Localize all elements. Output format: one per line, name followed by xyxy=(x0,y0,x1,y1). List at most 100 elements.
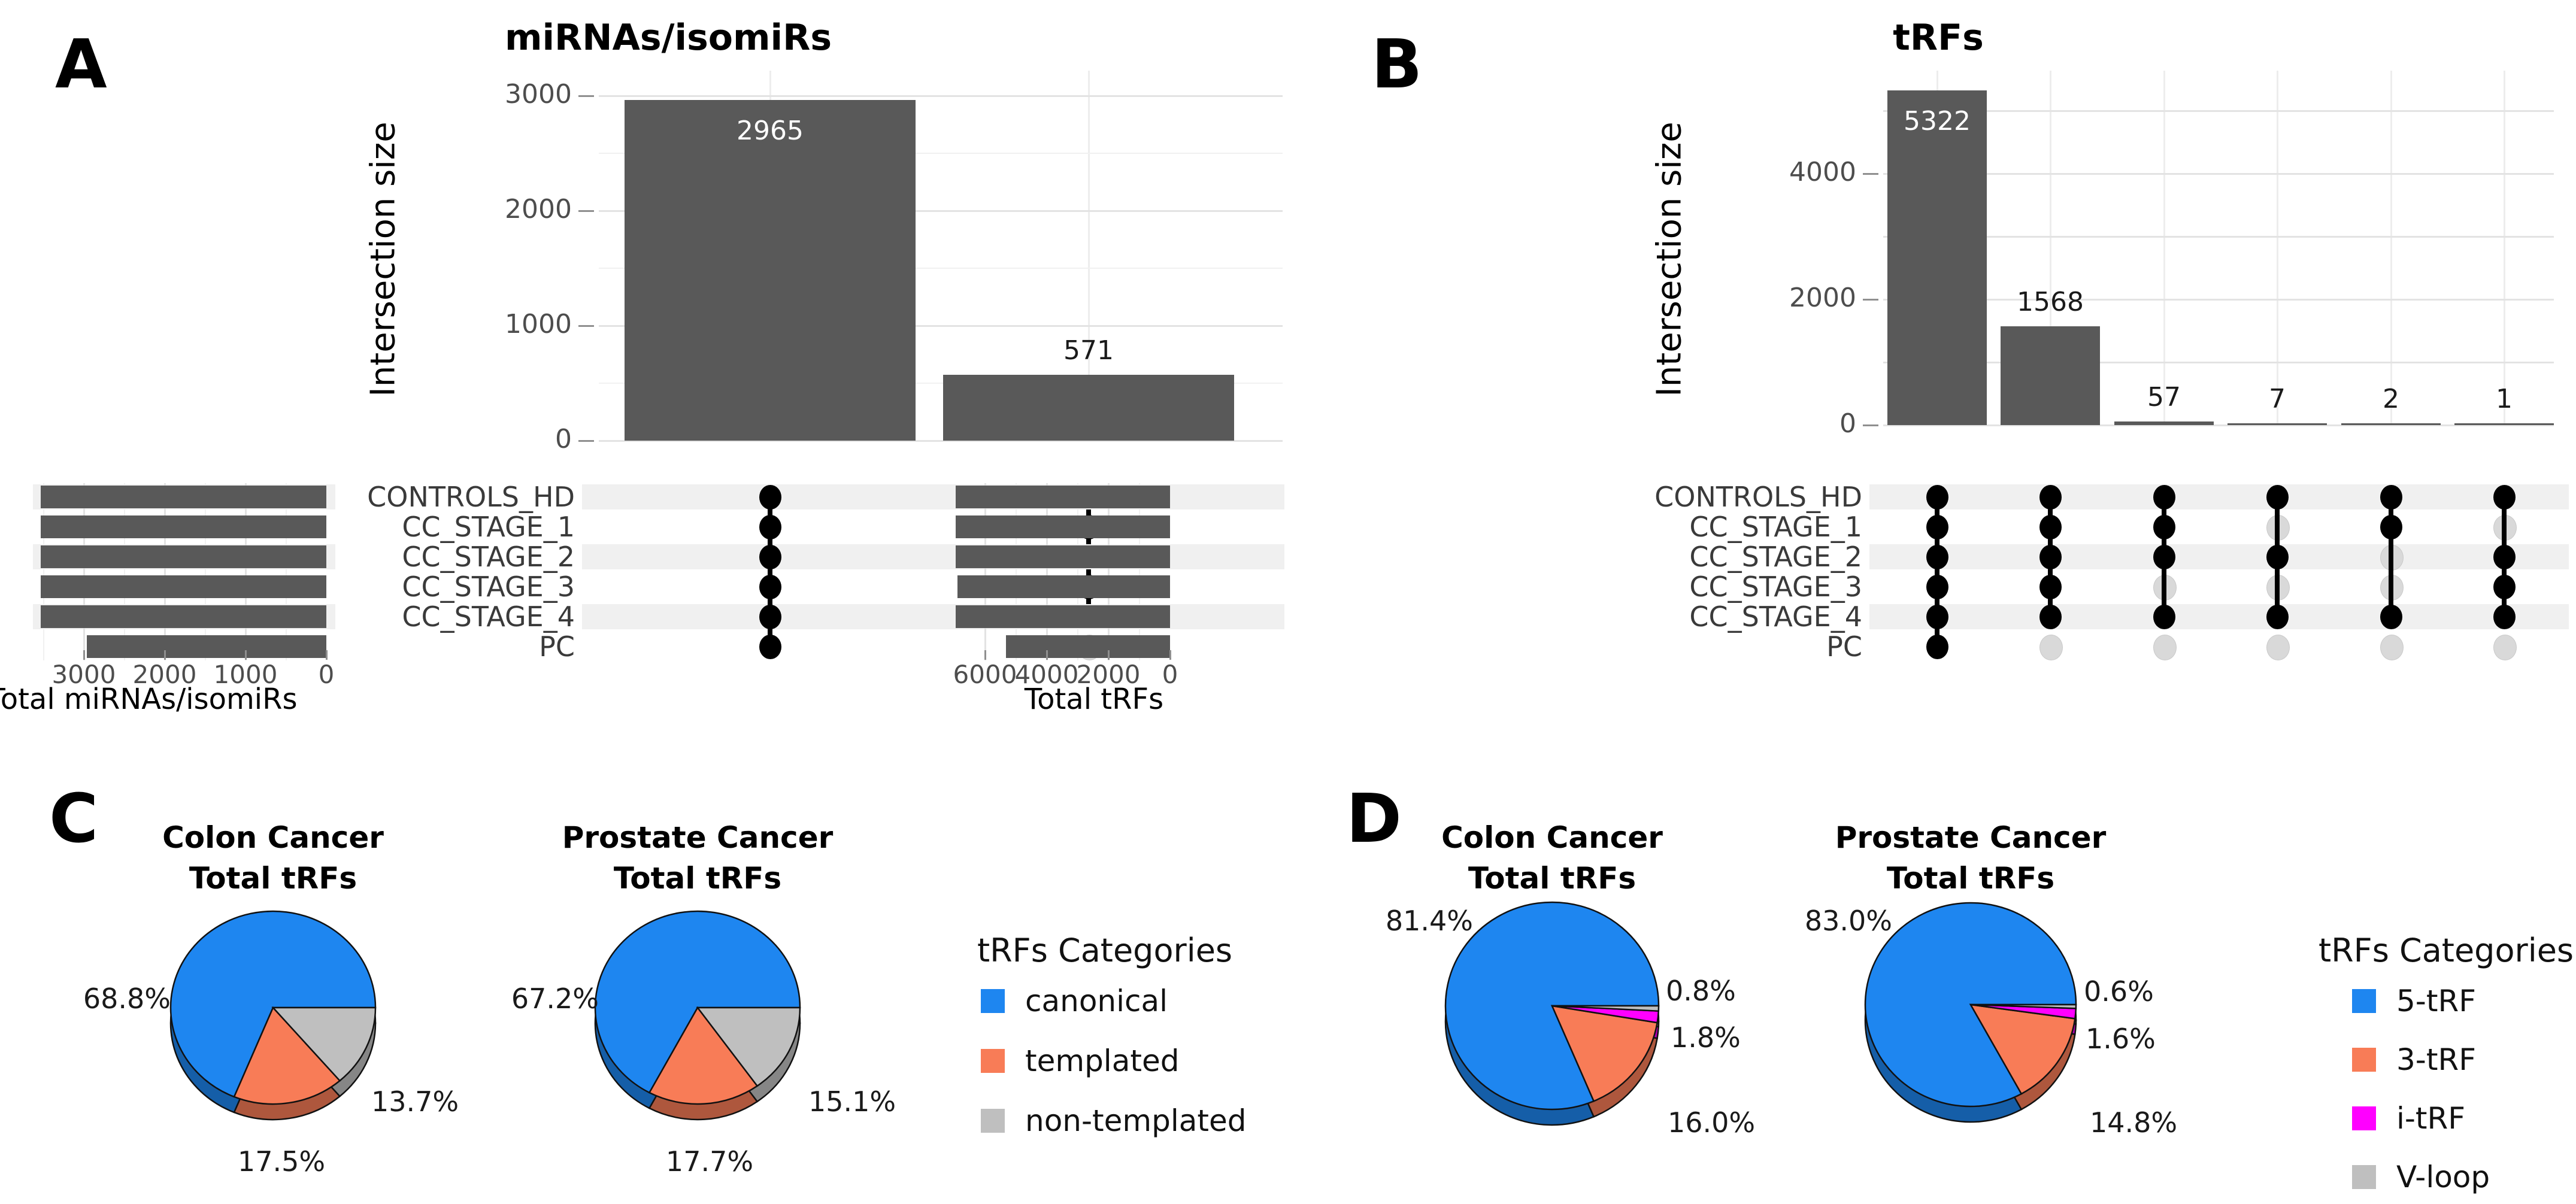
set-gridline xyxy=(204,483,206,660)
panel-a-y-axis-label: Intersection size xyxy=(363,122,403,397)
set-tick-mark xyxy=(1045,650,1048,660)
pie-percent-label: 81.4% xyxy=(1385,905,1473,937)
set-gridline xyxy=(1015,483,1017,660)
pie-percent-label: 68.8% xyxy=(83,982,171,1015)
pie-wedge xyxy=(1971,1005,2076,1008)
matrix-dot-filled xyxy=(2266,544,2289,569)
set-tick-label: 0 xyxy=(1162,660,1178,689)
column-gridline xyxy=(2390,71,2392,425)
legend-d-title: tRFs Categories xyxy=(2318,932,2574,969)
matrix-dot-filled xyxy=(759,514,781,539)
set-size-bar xyxy=(40,605,326,628)
intersection-bar xyxy=(2228,423,2327,425)
set-gridline xyxy=(245,483,247,660)
matrix-connector-line xyxy=(768,497,772,647)
pie-c1-title-line2: Total tRFs xyxy=(189,861,357,896)
gridline xyxy=(1883,361,2554,363)
row-stripe xyxy=(582,484,1284,509)
matrix-dot-empty xyxy=(2493,634,2517,660)
set-gridline xyxy=(1046,483,1048,660)
matrix-dot-empty xyxy=(2380,634,2404,660)
pie-percent-label: 17.5% xyxy=(237,1145,326,1178)
pie-wedge xyxy=(595,911,800,1093)
set-size-bar xyxy=(1005,635,1170,658)
intersection-bar-value: 571 xyxy=(1063,335,1114,366)
legend-swatch xyxy=(2352,989,2376,1013)
matrix-dot-filled xyxy=(759,484,781,509)
gridline xyxy=(1883,298,2554,301)
legend-item-label: 5-tRF xyxy=(2396,984,2476,1018)
matrix-row-label: CC_STAGE_3 xyxy=(1689,571,1862,603)
matrix-dot-filled xyxy=(2153,544,2175,569)
set-gridline xyxy=(123,483,125,660)
column-gridline xyxy=(1087,71,1090,441)
matrix-row-label: PC xyxy=(539,630,575,663)
panel-a-title: miRNAs/isomiRs xyxy=(504,17,832,59)
legend-swatch xyxy=(981,989,1005,1013)
set-size-bar xyxy=(957,575,1170,598)
matrix-row-label: PC xyxy=(1826,630,1862,663)
pie-d1-title-line2: Total tRFs xyxy=(1468,861,1636,896)
intersection-bar xyxy=(2001,326,2100,425)
legend-item-label: non-templated xyxy=(1025,1103,1247,1138)
set-gridline xyxy=(285,483,287,660)
matrix-dot-filled xyxy=(2039,574,2062,599)
tick-mark xyxy=(578,210,594,212)
matrix-row-label: CC_STAGE_1 xyxy=(402,511,575,543)
gridline xyxy=(599,267,1283,269)
panel-b-set-axis-label: Total tRFs xyxy=(1024,683,1164,716)
gridline xyxy=(599,439,1283,442)
pie-percent-label: 13.7% xyxy=(371,1085,459,1118)
set-gridline xyxy=(1138,483,1140,660)
tick-mark xyxy=(578,95,594,97)
matrix-row-label: CC_STAGE_4 xyxy=(1689,601,1862,633)
tick-mark xyxy=(578,324,594,327)
set-size-bar xyxy=(955,486,1170,508)
pie-d2-title-line2: Total tRFs xyxy=(1886,861,2055,896)
intersection-bar xyxy=(1887,90,1987,425)
row-stripe xyxy=(1869,604,2569,629)
matrix-dot-filled xyxy=(2266,604,2289,629)
y-tick-label: 1000 xyxy=(505,309,572,339)
matrix-dot-filled xyxy=(2153,484,2175,509)
pie-d1-title-line1: Colon Cancer xyxy=(1441,820,1663,855)
set-tick-label: 4000 xyxy=(1014,660,1079,689)
y-tick-label: 0 xyxy=(1839,408,1856,439)
y-tick-label: 2000 xyxy=(505,194,572,225)
y-tick-label: 3000 xyxy=(505,79,572,110)
set-gridline xyxy=(984,483,986,660)
pie-wedge xyxy=(698,1008,800,1086)
legend-swatch xyxy=(2352,1165,2376,1189)
pie-wedge xyxy=(234,1008,340,1104)
gridline xyxy=(1883,424,2554,426)
legend-item-label: 3-tRF xyxy=(2396,1042,2476,1077)
set-tick-mark xyxy=(163,650,166,660)
legend-swatch xyxy=(2352,1106,2376,1130)
legend-swatch xyxy=(981,1109,1005,1133)
set-size-bar xyxy=(40,545,326,568)
tick-mark xyxy=(578,439,594,442)
matrix-dot-empty xyxy=(2266,634,2290,660)
legend-swatch xyxy=(2352,1048,2376,1072)
matrix-dot-filled xyxy=(2493,484,2516,509)
matrix-dot-filled xyxy=(759,604,781,629)
pie-percent-label: 16.0% xyxy=(1668,1106,1756,1139)
pie-percent-label: 17.7% xyxy=(665,1145,754,1178)
intersection-bar xyxy=(2114,421,2214,425)
matrix-dot-filled xyxy=(759,544,781,569)
pie-percent-label: 15.1% xyxy=(808,1085,896,1118)
legend-c-title: tRFs Categories xyxy=(977,932,1233,969)
intersection-bar-value: 7 xyxy=(2269,384,2286,414)
matrix-connector-line xyxy=(2389,497,2393,617)
column-gridline xyxy=(2049,71,2051,425)
row-stripe xyxy=(582,544,1284,569)
matrix-dot-filled xyxy=(2039,544,2062,569)
intersection-bar xyxy=(625,99,916,441)
set-gridline xyxy=(1108,483,1110,660)
pie-percent-label: 0.8% xyxy=(1666,975,1736,1007)
tick-mark xyxy=(1863,172,1878,175)
pie-percent-label: 14.8% xyxy=(2090,1106,2178,1139)
pie-percent-label: 67.2% xyxy=(511,982,599,1015)
intersection-bar-value: 57 xyxy=(2147,382,2181,413)
